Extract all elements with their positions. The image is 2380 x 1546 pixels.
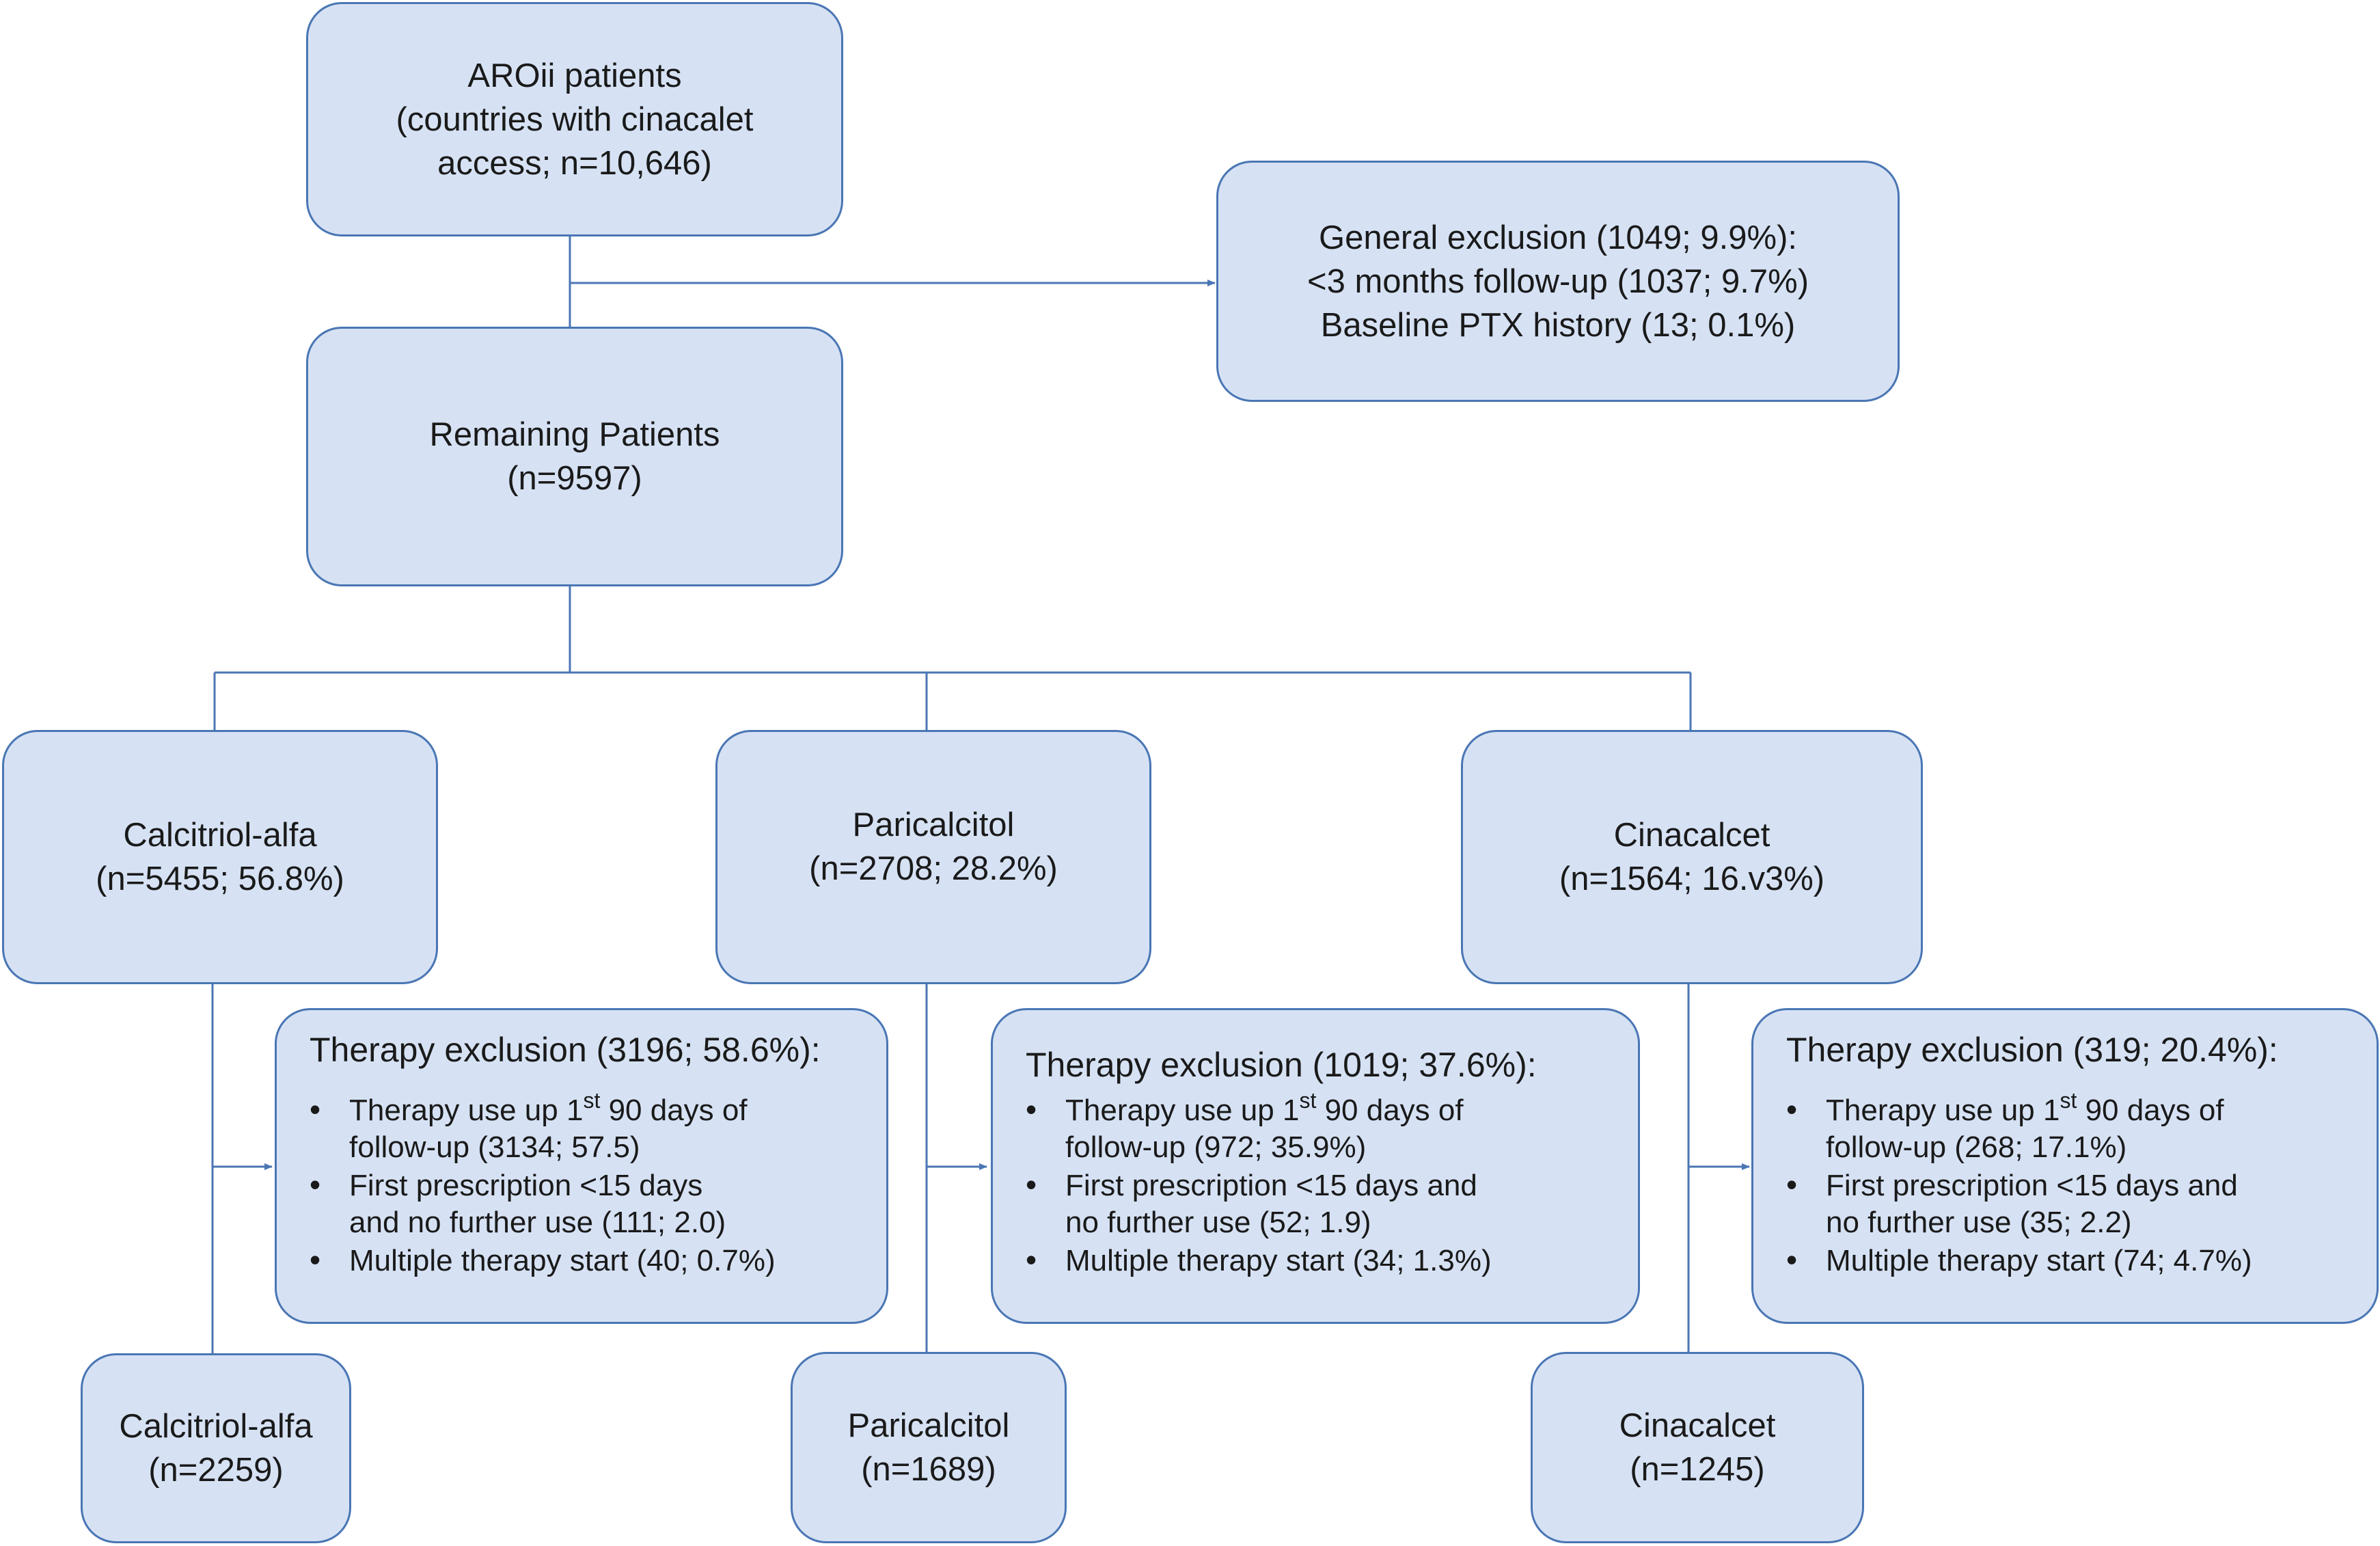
- paricalcitol-final-line-1: Paricalcitol: [847, 1407, 1010, 1444]
- general-exclusion-box: General exclusion (1049; 9.9%): <3 month…: [1216, 161, 1900, 402]
- remaining-line-1: Remaining Patients: [429, 416, 720, 453]
- therapy-exclusion-list: Therapy use up 1st 90 days of follow-up …: [1786, 1089, 2252, 1281]
- therapy-use-suffix: 90 days of: [1316, 1094, 1464, 1127]
- calcitriol-final-box: Calcitriol-alfa (n=2259): [81, 1353, 351, 1543]
- therapy-use-prefix: Therapy use up 1: [1826, 1094, 2060, 1127]
- first-prescription-line-1: First prescription <15 days and: [1065, 1169, 1477, 1202]
- cinacalcet-group-box: Cinacalcet (n=1564; 16.v3%): [1461, 730, 1923, 984]
- therapy-use-prefix: Therapy use up 1: [1065, 1094, 1300, 1127]
- paricalcitol-line-2: (n=2708; 28.2%): [809, 850, 1058, 887]
- multiple-therapy-text: Multiple therapy start (34; 1.3%): [1065, 1244, 1492, 1277]
- first-prescription-item: First prescription <15 days and no furth…: [1026, 1166, 1492, 1241]
- cinacalcet-line-1: Cinacalcet: [1613, 817, 1770, 854]
- multiple-therapy-text: Multiple therapy start (40; 0.7%): [349, 1244, 776, 1277]
- paricalcitol-final-box: Paricalcitol (n=1689): [791, 1352, 1067, 1543]
- first-prescription-line-2: no further use (52; 1.9): [1065, 1206, 1371, 1239]
- therapy-use-suffix: 90 days of: [2077, 1094, 2224, 1127]
- therapy-exclusion-title: Therapy exclusion (319; 20.4%):: [1786, 1031, 2278, 1069]
- first-prescription-line-1: First prescription <15 days: [349, 1169, 703, 1202]
- multiple-therapy-item: Multiple therapy start (74; 4.7%): [1786, 1241, 2252, 1279]
- first-prescription-line-2: and no further use (111; 2.0): [349, 1206, 726, 1239]
- cinacalcet-final-line-2: (n=1245): [1630, 1451, 1765, 1488]
- calcitriol-group-box: Calcitriol-alfa (n=5455; 56.8%): [2, 730, 438, 984]
- first-prescription-line-1: First prescription <15 days and: [1826, 1169, 2238, 1202]
- general-exclusion-line-3: Baseline PTX history (13; 0.1%): [1320, 306, 1796, 344]
- therapy-use-line-2: follow-up (3134; 57.5): [349, 1130, 640, 1164]
- remaining-patients-box: Remaining Patients (n=9597): [306, 327, 843, 586]
- therapy-use-line-2: follow-up (268; 17.1%): [1826, 1130, 2127, 1164]
- general-exclusion-line-2: <3 months follow-up (1037; 9.7%): [1307, 262, 1809, 300]
- paricalcitol-line-1: Paricalcitol: [852, 806, 1015, 843]
- aroii-line-1: AROii patients: [467, 57, 682, 94]
- first-prescription-item: First prescription <15 days and no furth…: [310, 1166, 776, 1241]
- therapy-exclusion-title: Therapy exclusion (1019; 37.6%):: [1026, 1046, 1537, 1084]
- therapy-use-item: Therapy use up 1st 90 days of follow-up …: [1026, 1089, 1492, 1166]
- remaining-line-2: (n=9597): [507, 460, 642, 497]
- therapy-exclusion-list: Therapy use up 1st 90 days of follow-up …: [310, 1089, 776, 1281]
- therapy-exclusion-list: Therapy use up 1st 90 days of follow-up …: [1026, 1089, 1492, 1281]
- first-prescription-line-2: no further use (35; 2.2): [1826, 1206, 2132, 1239]
- calcitriol-final-line-1: Calcitriol-alfa: [119, 1408, 313, 1445]
- therapy-use-sup: st: [1299, 1088, 1317, 1113]
- cinacalcet-final-box: Cinacalcet (n=1245): [1531, 1352, 1864, 1543]
- aroii-line-3: access; n=10,646): [437, 144, 712, 182]
- calcitriol-line-2: (n=5455; 56.8%): [96, 860, 344, 897]
- calcitriol-final-line-2: (n=2259): [148, 1452, 284, 1489]
- therapy-use-prefix: Therapy use up 1: [349, 1094, 584, 1127]
- multiple-therapy-item: Multiple therapy start (34; 1.3%): [1026, 1241, 1492, 1279]
- aroii-patients-box: AROii patients (countries with cinacalet…: [306, 2, 843, 236]
- paricalcitol-final-line-2: (n=1689): [861, 1451, 996, 1488]
- cinacalcet-line-2: (n=1564; 16.v3%): [1559, 860, 1825, 897]
- therapy-exclusion-box-cinacalcet: Therapy exclusion (319; 20.4%): Therapy …: [1751, 1008, 2379, 1324]
- therapy-use-sup: st: [2060, 1088, 2077, 1113]
- therapy-use-item: Therapy use up 1st 90 days of follow-up …: [1786, 1089, 2252, 1166]
- cinacalcet-final-line-1: Cinacalcet: [1619, 1407, 1776, 1444]
- therapy-exclusion-title: Therapy exclusion (3196; 58.6%):: [310, 1031, 821, 1069]
- calcitriol-line-1: Calcitriol-alfa: [123, 817, 317, 854]
- general-exclusion-line-1: General exclusion (1049; 9.9%):: [1319, 219, 1797, 256]
- paricalcitol-group-box: Paricalcitol (n=2708; 28.2%): [715, 730, 1151, 984]
- therapy-use-suffix: 90 days of: [600, 1094, 748, 1127]
- multiple-therapy-text: Multiple therapy start (74; 4.7%): [1826, 1244, 2252, 1277]
- therapy-use-sup: st: [583, 1088, 601, 1113]
- first-prescription-item: First prescription <15 days and no furth…: [1786, 1166, 2252, 1241]
- therapy-exclusion-box-paricalcitol: Therapy exclusion (1019; 37.6%): Therapy…: [991, 1008, 1640, 1324]
- multiple-therapy-item: Multiple therapy start (40; 0.7%): [310, 1241, 776, 1279]
- therapy-exclusion-box-calcitriol: Therapy exclusion (3196; 58.6%): Therapy…: [275, 1008, 888, 1324]
- aroii-line-2: (countries with cinacalet: [396, 100, 754, 138]
- therapy-use-item: Therapy use up 1st 90 days of follow-up …: [310, 1089, 776, 1166]
- therapy-use-line-2: follow-up (972; 35.9%): [1065, 1130, 1367, 1164]
